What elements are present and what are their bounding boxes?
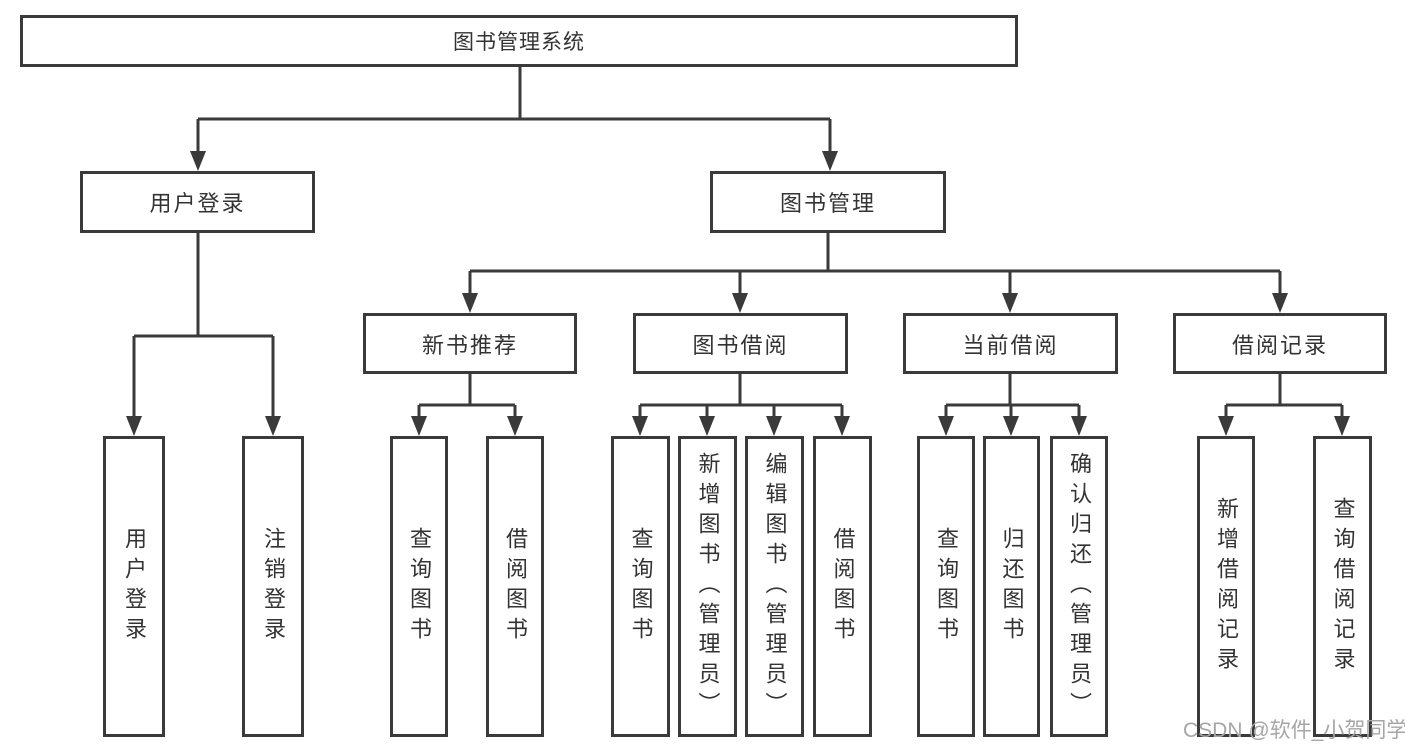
connector-current-borrow-fan [944, 374, 1081, 418]
arrow-icon [507, 416, 523, 436]
node-label: 查询图书 [407, 526, 432, 647]
node-label: 查询图书 [628, 526, 654, 647]
leaf-query-books-3: 查询图书 [917, 436, 975, 737]
arrow-icon [822, 151, 838, 171]
arrow-icon [1002, 293, 1018, 313]
arrow-icon [126, 416, 142, 436]
node-label: 新增借阅记录 [1214, 496, 1239, 677]
leaf-query-books-1: 查询图书 [390, 436, 448, 737]
node-label: 查询借阅记录 [1330, 496, 1356, 677]
arrow-icon [766, 416, 782, 436]
node-label: 图书管理 [779, 191, 876, 216]
node-label: 图书借阅 [692, 332, 789, 358]
node-label: 借阅图书 [503, 526, 528, 647]
connector-root-trunk [196, 66, 832, 153]
leaf-add-book-admin: 新增图书（管理员） [678, 436, 737, 737]
node-label: 归还图书 [999, 526, 1025, 647]
arrow-icon [699, 416, 715, 436]
arrow-icon [1003, 416, 1019, 436]
node-label: 借阅图书 [830, 526, 856, 647]
connector-borrow-record-fan [1224, 374, 1344, 418]
node-user-login: 用户登录 [80, 171, 315, 233]
arrow-icon [732, 293, 748, 313]
node-label: 用户登录 [149, 191, 246, 216]
node-label: 注销登录 [261, 526, 286, 647]
arrow-icon [1071, 416, 1087, 436]
arrow-icon [265, 416, 281, 436]
leaf-borrow-books-2: 借阅图书 [813, 436, 872, 737]
arrowheads [126, 151, 1350, 436]
node-current-borrow: 当前借阅 [903, 313, 1118, 374]
arrow-icon [190, 151, 206, 171]
node-borrow-records: 借阅记录 [1173, 313, 1387, 374]
watermark: CSDN @软件_小贺同学 [1183, 719, 1405, 742]
connector-book-borrow-fan [638, 374, 844, 418]
node-label: 用户登录 [122, 526, 147, 647]
node-label: 新书推荐 [421, 332, 518, 358]
leaf-logout: 注销登录 [242, 436, 304, 737]
connector-new-book-fan [417, 374, 517, 418]
leaf-query-books-2: 查询图书 [611, 436, 670, 737]
node-label: 新增图书（管理员） [695, 451, 721, 722]
node-book-borrow: 图书借阅 [633, 313, 848, 374]
leaf-add-borrow-record: 新增借阅记录 [1197, 436, 1255, 737]
arrow-icon [632, 416, 648, 436]
arrow-icon [1218, 416, 1234, 436]
connector-book-management-fan [468, 233, 1282, 295]
arrow-icon [462, 293, 478, 313]
node-new-book-recommend: 新书推荐 [363, 313, 577, 374]
leaf-borrow-books-1: 借阅图书 [486, 436, 544, 737]
node-label: 查询图书 [934, 526, 959, 647]
leaf-confirm-return-admin: 确认归还（管理员） [1050, 436, 1108, 737]
node-label: 当前借阅 [962, 332, 1059, 358]
arrow-icon [1272, 293, 1288, 313]
node-library-system: 图书管理系统 [20, 15, 1018, 67]
connector-user-login-fan [132, 233, 275, 418]
arrow-icon [938, 416, 954, 436]
arrow-icon [1334, 416, 1350, 436]
leaf-return-book: 归还图书 [983, 436, 1040, 737]
leaf-query-borrow-record: 查询借阅记录 [1313, 436, 1372, 737]
node-book-management: 图书管理 [710, 171, 946, 233]
node-label: 确认归还（管理员） [1067, 451, 1092, 722]
arrow-icon [834, 416, 850, 436]
leaf-user-login: 用户登录 [103, 436, 165, 737]
node-label: 图书管理系统 [453, 31, 585, 54]
leaf-edit-book-admin: 编辑图书（管理员） [745, 436, 804, 737]
arrow-icon [411, 416, 427, 436]
node-label: 编辑图书（管理员） [762, 451, 788, 722]
node-label: 借阅记录 [1231, 332, 1328, 358]
